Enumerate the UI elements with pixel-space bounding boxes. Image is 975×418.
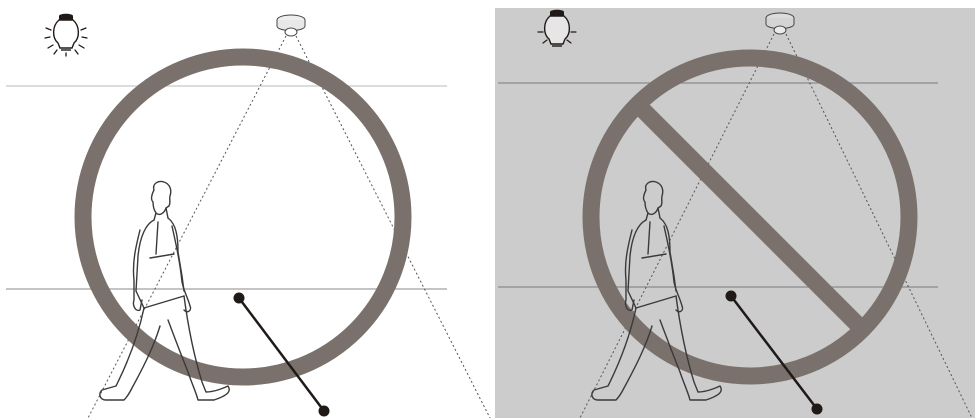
panel-incorrect (495, 8, 975, 418)
panel-correct (0, 0, 490, 418)
